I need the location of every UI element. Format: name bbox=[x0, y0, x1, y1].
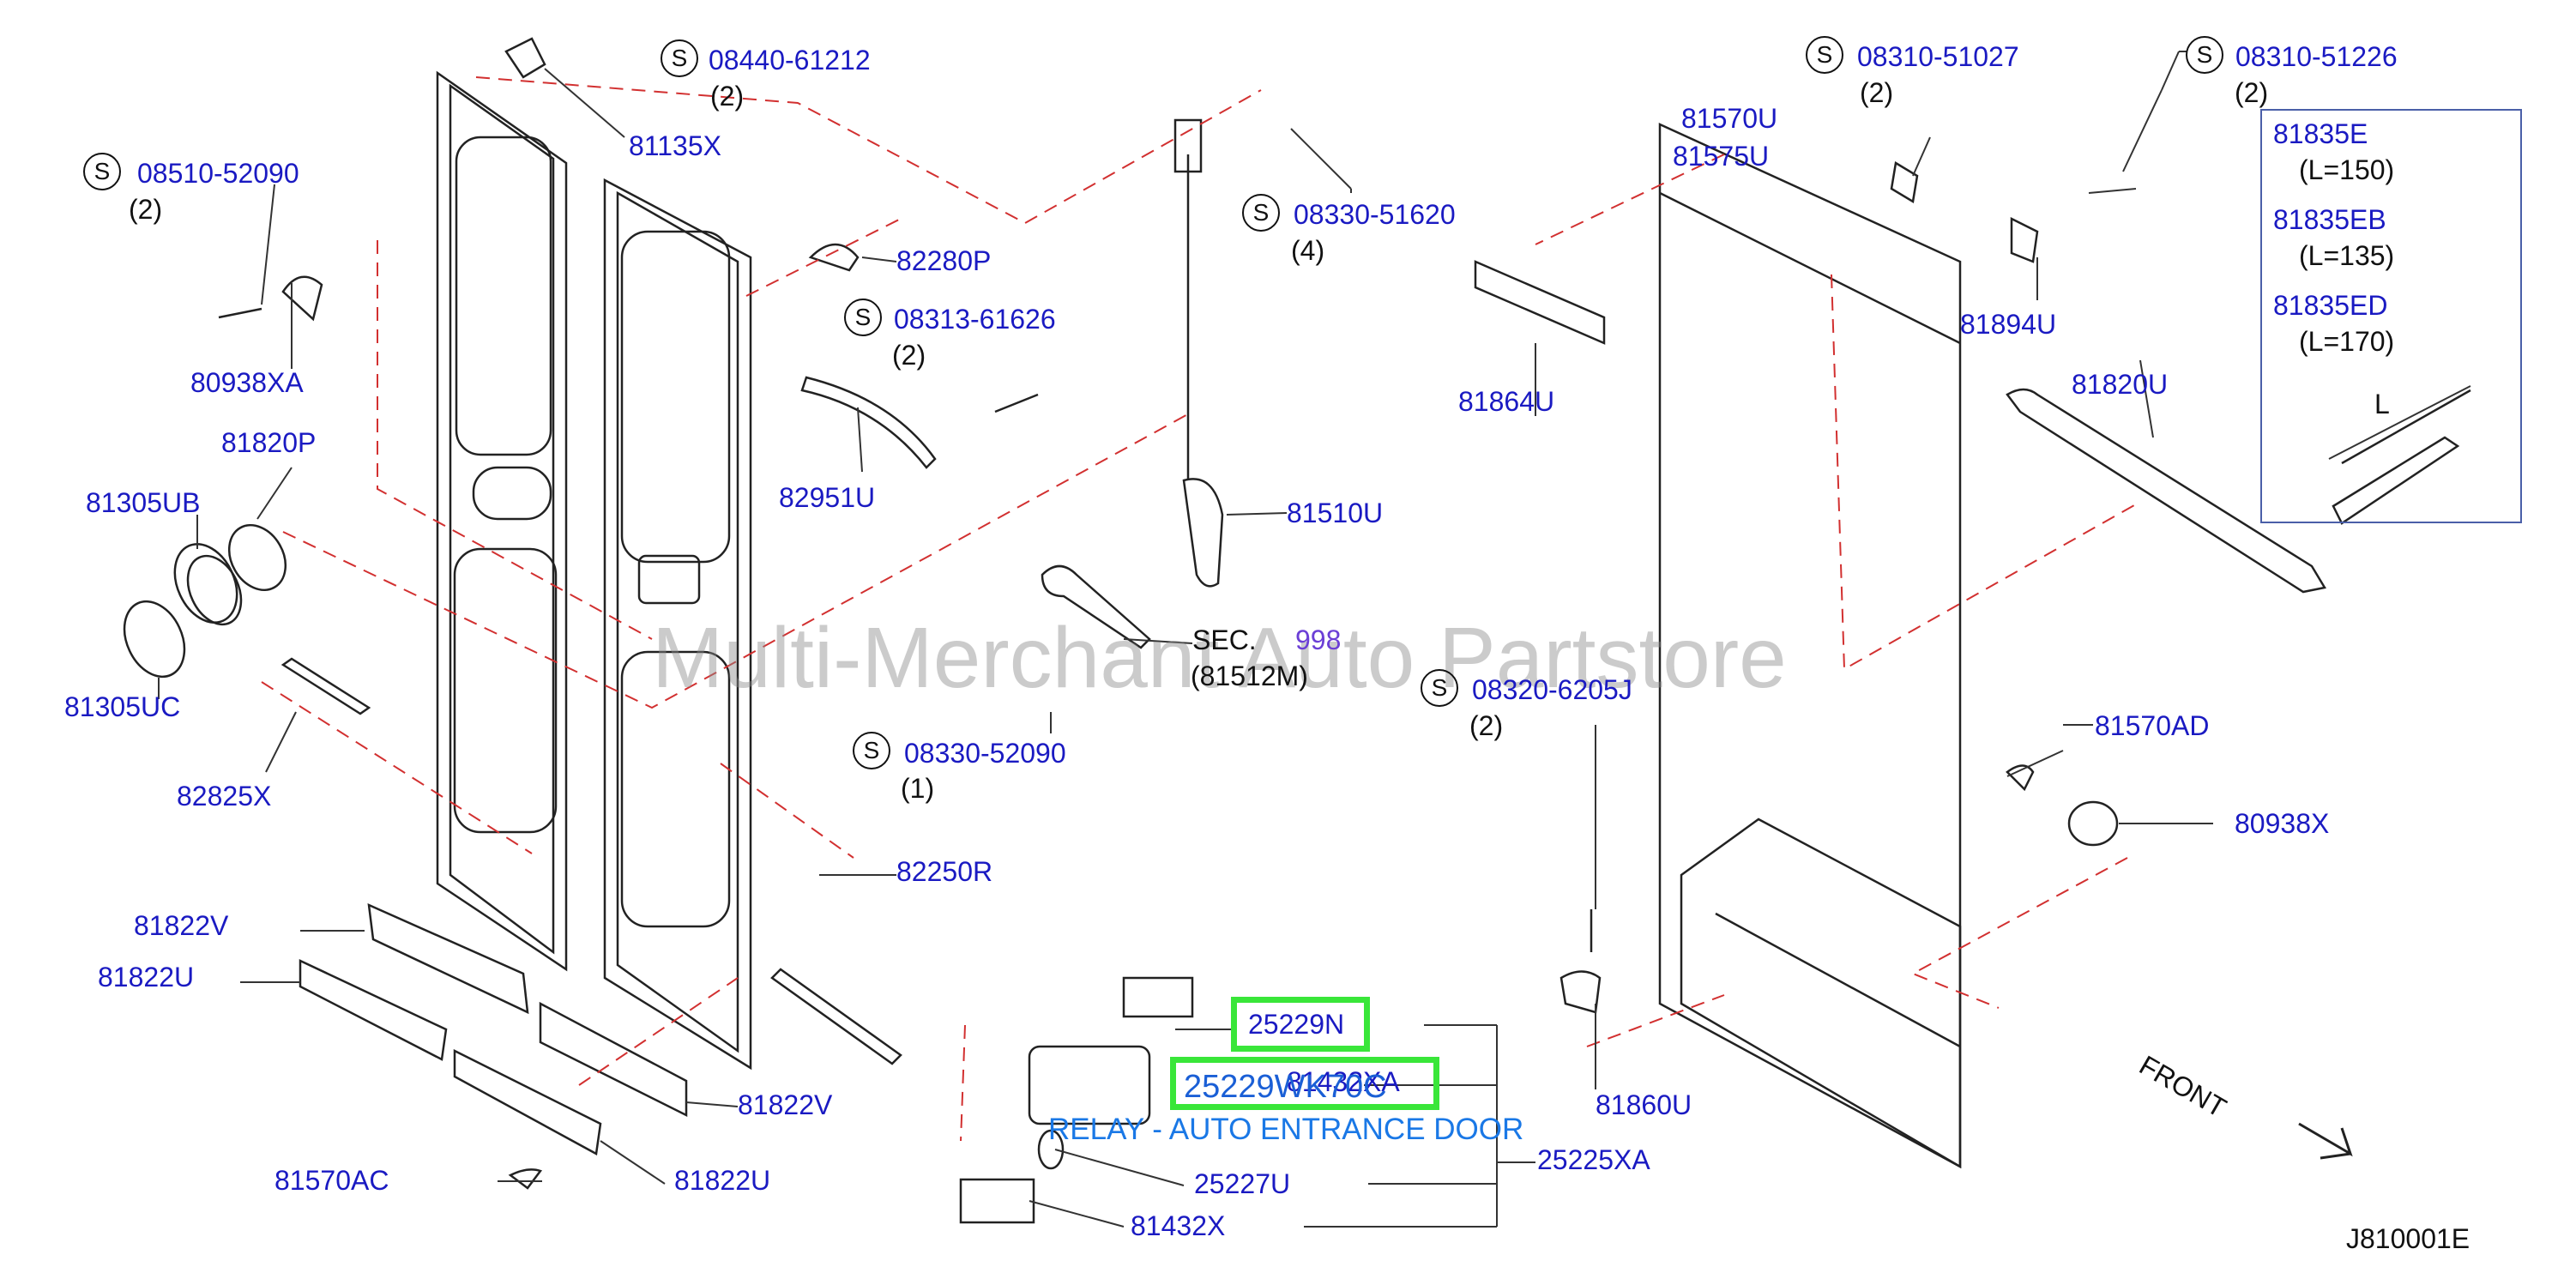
watermark: Multi-Merchant Auto Partstore bbox=[652, 610, 1787, 706]
standard-part-marker: S bbox=[83, 153, 121, 190]
part-81570ad[interactable]: 81570AD bbox=[2095, 710, 2210, 741]
legend-dimension-label: L bbox=[2374, 389, 2390, 419]
screw-08310-51226[interactable]: 08310-51226 bbox=[2235, 41, 2398, 72]
bumper-80938x bbox=[2067, 800, 2119, 847]
part-82250r[interactable]: 82250R bbox=[896, 856, 993, 887]
part-81822u-top[interactable]: 81822U bbox=[98, 962, 195, 992]
part-81820p[interactable]: 81820P bbox=[221, 427, 317, 458]
screw-08510-52090[interactable]: 08510-52090 bbox=[137, 158, 299, 189]
screw-08330-51620-qty: (4) bbox=[1291, 235, 1325, 266]
bracket-81432x bbox=[959, 1178, 1035, 1224]
replacement-part-25229wk70c[interactable]: 25229WK70C bbox=[1184, 1069, 1387, 1105]
standard-part-marker: S bbox=[2186, 36, 2223, 74]
part-81864u[interactable]: 81864U bbox=[1458, 386, 1555, 417]
screw-08330-51620[interactable]: 08330-51620 bbox=[1294, 199, 1456, 230]
sec-number-link[interactable]: 998 bbox=[1295, 624, 1342, 655]
screw-08510-52090-qty: (2) bbox=[129, 194, 163, 225]
standard-part-marker: S bbox=[1806, 36, 1843, 74]
legend-length-81835ed: (L=170) bbox=[2299, 326, 2395, 357]
part-82951u[interactable]: 82951U bbox=[779, 482, 876, 513]
part-25229n[interactable]: 25229N bbox=[1248, 1009, 1345, 1040]
screw-08320-6205j[interactable]: 08320-6205J bbox=[1472, 674, 1632, 705]
part-81510u[interactable]: 81510U bbox=[1287, 498, 1384, 528]
cable-tie-legend-box bbox=[2260, 109, 2522, 523]
leader-lines bbox=[158, 51, 2471, 1228]
line-art bbox=[123, 37, 2471, 1224]
part-81575u[interactable]: 81575U bbox=[1673, 141, 1770, 172]
highlight-box-25229wk70c[interactable] bbox=[1170, 1057, 1439, 1110]
part-81135x[interactable]: 81135X bbox=[629, 130, 721, 161]
screw-08310-51027[interactable]: 08310-51027 bbox=[1857, 41, 2019, 72]
standard-part-marker: S bbox=[1242, 194, 1280, 232]
standard-part-marker: S bbox=[661, 39, 698, 77]
highlight-box-25229n[interactable] bbox=[1231, 997, 1370, 1052]
legend-part-81835e[interactable]: 81835E bbox=[2273, 118, 2368, 149]
part-81432x[interactable]: 81432X bbox=[1131, 1210, 1226, 1241]
standard-part-marker: S bbox=[844, 299, 882, 336]
part-81570ac[interactable]: 81570AC bbox=[274, 1165, 389, 1196]
screw-08313-61626[interactable]: 08313-61626 bbox=[894, 304, 1056, 335]
legend-length-81835eb: (L=135) bbox=[2299, 240, 2395, 271]
part-81894u[interactable]: 81894U bbox=[1960, 309, 2057, 340]
sec-sub-part: (81512M) bbox=[1191, 661, 1308, 691]
part-81432xa-overlap: 81432XA bbox=[1287, 1066, 1400, 1097]
sec-prefix: SEC. bbox=[1192, 624, 1257, 655]
part-81860u[interactable]: 81860U bbox=[1596, 1089, 1692, 1120]
part-80938xa[interactable]: 80938XA bbox=[190, 367, 304, 398]
part-81822v-bottom[interactable]: 81822V bbox=[738, 1089, 833, 1120]
screw-08313-61626-qty: (2) bbox=[892, 340, 926, 371]
screw-08440-61212[interactable]: 08440-61212 bbox=[709, 45, 871, 75]
standard-part-marker: S bbox=[853, 732, 890, 769]
kick-plate-81822v-top bbox=[367, 902, 529, 1015]
weatherstrip-81864u bbox=[1474, 260, 1606, 345]
part-82825x[interactable]: 82825X bbox=[177, 781, 272, 811]
part-81305ub[interactable]: 81305UB bbox=[86, 487, 201, 518]
left-door-panel bbox=[436, 70, 568, 972]
cap-81820p bbox=[227, 524, 287, 591]
part-80938x[interactable]: 80938X bbox=[2235, 808, 2330, 839]
part-25225xa[interactable]: 25225XA bbox=[1537, 1144, 1650, 1175]
part-82280p[interactable]: 82280P bbox=[896, 245, 992, 276]
guide-rail-81820u bbox=[2006, 388, 2326, 594]
assembly-dashed-lines bbox=[261, 76, 2141, 1142]
standard-part-marker: S bbox=[1421, 669, 1458, 707]
part-81822u-bottom[interactable]: 81822U bbox=[674, 1165, 771, 1196]
screw-08320-6205j-qty: (2) bbox=[1469, 710, 1504, 741]
relay-description: RELAY - AUTO ENTRANCE DOOR bbox=[1048, 1113, 1524, 1146]
diagram-code: J810001E bbox=[2346, 1223, 2470, 1254]
part-81570u[interactable]: 81570U bbox=[1681, 103, 1778, 134]
screw-08440-61212-qty: (2) bbox=[710, 81, 745, 112]
part-81305uc[interactable]: 81305UC bbox=[64, 691, 181, 722]
legend-part-81835eb[interactable]: 81835EB bbox=[2273, 204, 2386, 235]
ring-81305uc bbox=[123, 600, 186, 679]
part-81822v-top[interactable]: 81822V bbox=[134, 910, 229, 941]
part-81820u[interactable]: 81820U bbox=[2072, 369, 2169, 400]
part-25227u[interactable]: 25227U bbox=[1194, 1168, 1291, 1199]
legend-length-81835e: (L=150) bbox=[2299, 154, 2395, 185]
actuator-unit bbox=[1028, 1045, 1151, 1125]
screw-08330-52090-qty: (1) bbox=[901, 773, 935, 804]
kick-plate-81822u-top bbox=[299, 959, 448, 1061]
screw-08310-51226-qty: (2) bbox=[2235, 77, 2269, 108]
legend-part-81835ed[interactable]: 81835ED bbox=[2273, 290, 2388, 321]
screw-08330-52090[interactable]: 08330-52090 bbox=[904, 738, 1066, 769]
screw-08310-51027-qty: (2) bbox=[1860, 77, 1894, 108]
inside-handle-81510u bbox=[1182, 478, 1224, 588]
